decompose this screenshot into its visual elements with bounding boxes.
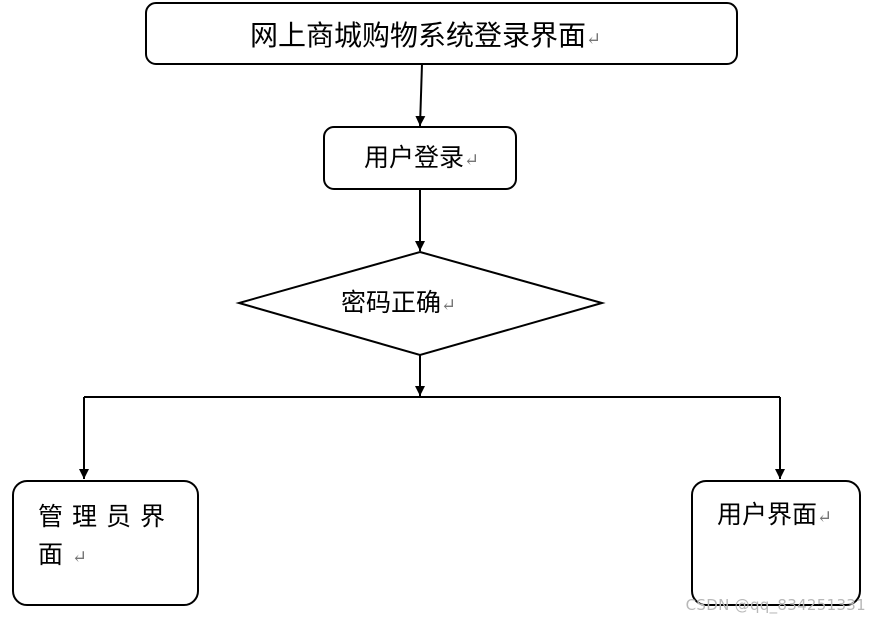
- title-label: 网上商城购物系统登录界面↵: [250, 19, 601, 57]
- return-mark-icon: ↵: [586, 29, 602, 50]
- decision-text: 密码正确: [341, 288, 442, 317]
- admin-box: [12, 480, 199, 606]
- admin-text-line1: 管理员界: [38, 502, 175, 531]
- return-mark-icon: ↵: [817, 507, 833, 528]
- watermark: CSDN @qq_834251331: [685, 596, 866, 614]
- admin-text-line2: 面: [38, 540, 73, 569]
- login-label: 用户登录↵: [364, 141, 479, 178]
- return-mark-icon: ↵: [72, 547, 97, 568]
- admin-label: 管理员界面↵: [38, 498, 188, 577]
- title-box: [145, 2, 738, 65]
- title-text: 网上商城购物系统登录界面: [250, 19, 587, 52]
- return-mark-icon: ↵: [441, 295, 457, 316]
- user-box: [691, 480, 861, 606]
- return-mark-icon: ↵: [464, 150, 480, 171]
- user-text: 用户界面: [717, 500, 818, 529]
- user-label: 用户界面↵: [717, 498, 832, 535]
- decision-label: 密码正确↵: [341, 286, 456, 323]
- login-text: 用户登录: [364, 143, 465, 172]
- arrow-title-to-login: [415, 63, 426, 127]
